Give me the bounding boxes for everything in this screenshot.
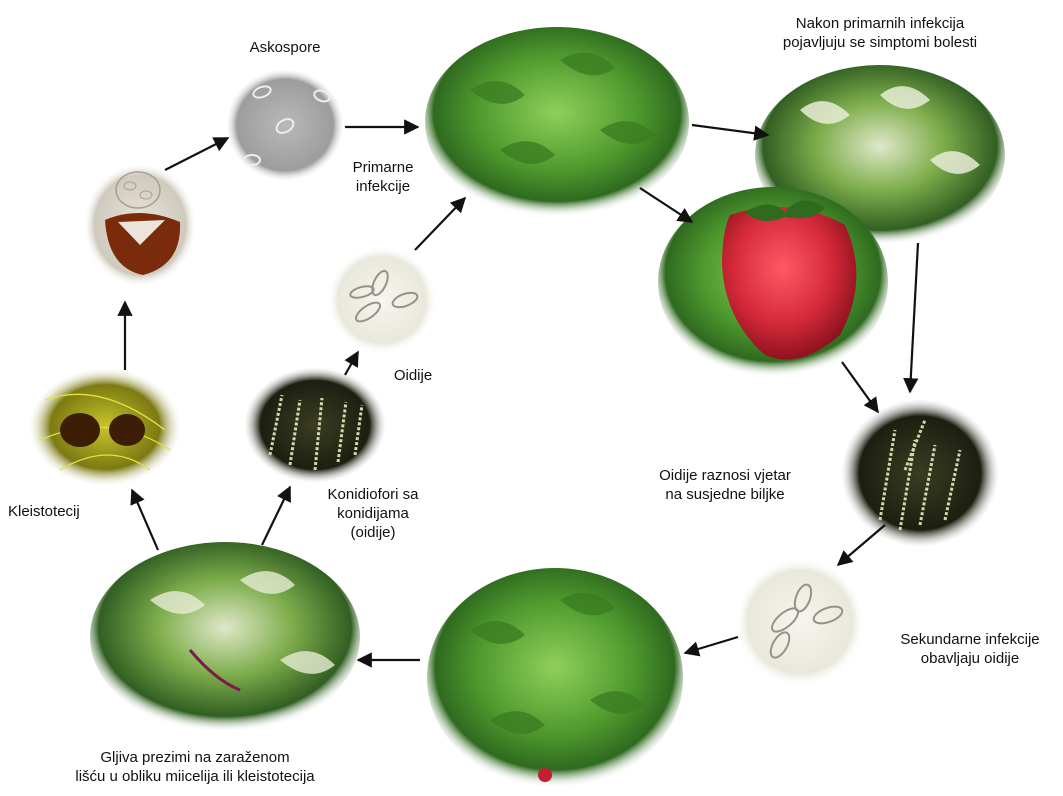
kleistotecij-burst-image [85, 165, 195, 285]
secondary-infection-plant-image [427, 568, 683, 788]
arrow-overwinter-to-kleistotecij [132, 490, 158, 550]
arrow-symptoms-to-conidiophores [910, 243, 918, 392]
arrow-oidia-to-secondary [685, 637, 738, 653]
oidia-left-image [329, 248, 435, 352]
conidiophores-right-image [842, 400, 998, 546]
label-symptoms: Nakon primarnih infekcija pojavljuju se … [755, 14, 1005, 52]
arrow-conidiophores-to-oidia-left [345, 352, 358, 375]
label-primary-infection: Primarne infekcije [343, 158, 423, 196]
label-oidia: Oidije [378, 366, 448, 385]
arrow-conidiophores-to-oidia [838, 525, 885, 565]
label-conidiophores: Konidiofori sa konidijama (oidije) [318, 485, 428, 542]
label-kleistotecij: Kleistotecij [8, 502, 108, 521]
arrow-oidia-to-primary [415, 198, 465, 250]
arrow-primary-to-strawberry [640, 188, 692, 222]
kleistotecij-mycelium-image [30, 369, 180, 485]
label-wind-spread: Oidije raznosi vjetar na susjedne biljke [640, 466, 810, 504]
strawberry-image [658, 187, 888, 377]
conidiophores-left-image [245, 368, 385, 482]
label-secondary-infection: Sekundarne infekcije obavljaju oidije [880, 630, 1060, 668]
label-askospore: Askospore [245, 38, 325, 57]
arrow-primary-to-symptoms [692, 125, 768, 135]
oidia-right-image [737, 560, 863, 684]
label-overwintering: Gljiva prezimi na zaraženom lišću u obli… [45, 748, 345, 786]
arrow-overwinter-to-conidiophores [262, 487, 290, 545]
arrow-burst-to-askospore [165, 138, 228, 170]
primary-infection-plant-image [425, 27, 689, 217]
askospore-image [227, 70, 343, 180]
overwintering-plant-image [90, 542, 360, 732]
arrow-strawberry-to-conidiophores [842, 362, 878, 412]
